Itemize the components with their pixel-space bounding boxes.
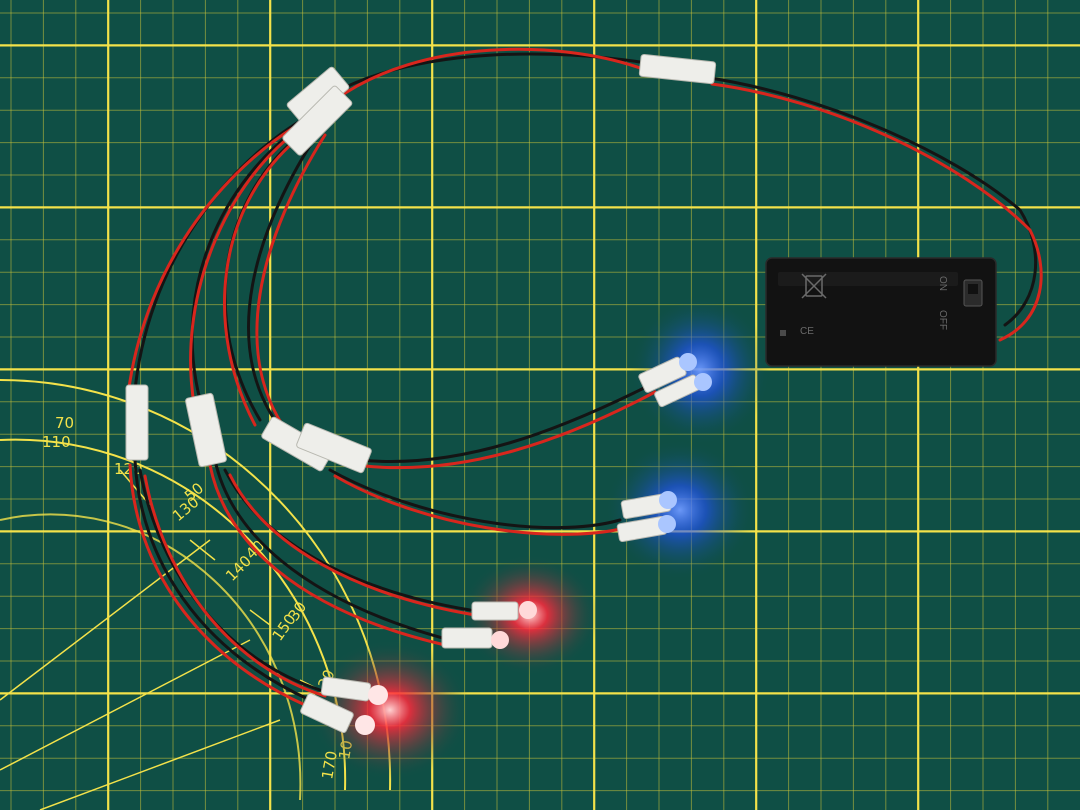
- weee-bin-icon: [801, 273, 827, 299]
- led-glows: [310, 295, 770, 780]
- wires-red: [126, 47, 1043, 707]
- protractor-inner-70: 70: [55, 414, 74, 432]
- protractor-outer-110: 110: [42, 433, 71, 451]
- battery-case: CE ON OFF: [765, 257, 997, 367]
- connectors: [125, 53, 717, 734]
- protractor-outer-120: 120: [114, 460, 143, 478]
- led-bulbs: [355, 353, 712, 735]
- ce-mark-icon: CE: [800, 326, 814, 337]
- switch-off-label: OFF: [937, 310, 948, 330]
- switch-on-label: ON: [937, 276, 948, 291]
